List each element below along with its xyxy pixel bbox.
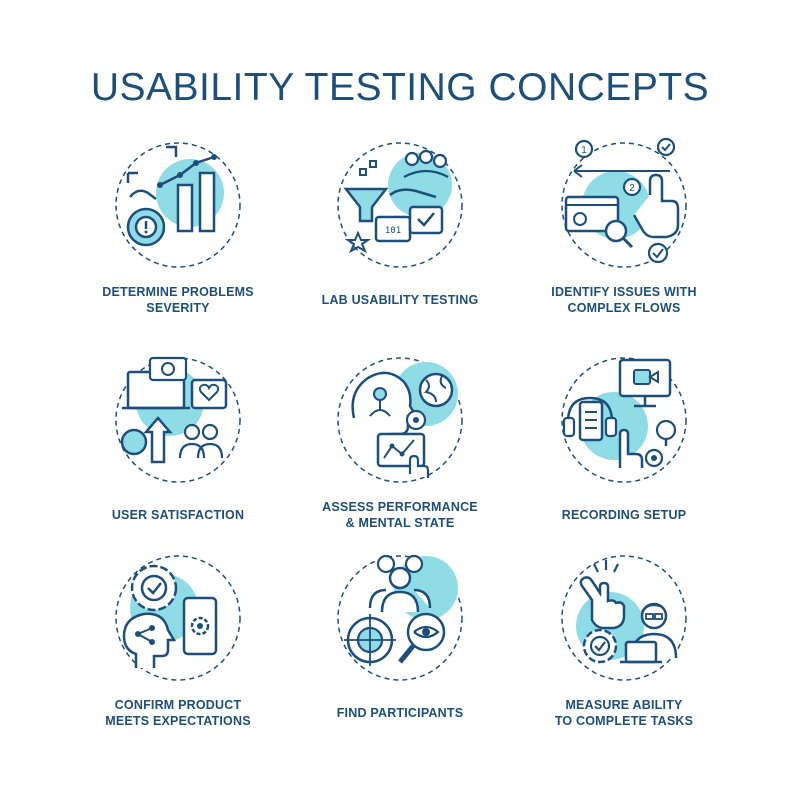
- concept-card: FIND PARTICIPANTS: [280, 548, 520, 738]
- concept-card: CONFIRM PRODUCT MEETS EXPECTATIONS: [58, 548, 298, 738]
- complex-flow-icon: 1 2: [554, 135, 694, 275]
- concept-caption: IDENTIFY ISSUES WITH COMPLEX FLOWS: [551, 285, 697, 315]
- concept-card: MEASURE ABILITY TO COMPLETE TASKS: [504, 548, 744, 738]
- concept-card: 1 2 IDENTIFY ISSUES WITH COMPLEX FLOWS: [504, 135, 744, 325]
- participants-icon: [330, 548, 470, 688]
- concept-caption: LAB USABILITY TESTING: [321, 293, 479, 307]
- measure-ability-icon: [554, 548, 694, 688]
- svg-text:101: 101: [385, 226, 401, 236]
- concept-caption: FIND PARTICIPANTS: [336, 706, 464, 720]
- concept-card: 101 LAB USABILITY TESTING: [280, 135, 520, 325]
- svg-text:1: 1: [581, 145, 587, 156]
- concept-caption: ASSESS PERFORMANCE & MENTAL STATE: [322, 500, 478, 530]
- confirm-product-icon: [108, 548, 248, 688]
- svg-text:2: 2: [629, 183, 635, 194]
- concept-card: ASSESS PERFORMANCE & MENTAL STATE: [280, 350, 520, 540]
- concept-card: DETERMINE PROBLEMS SEVERITY: [58, 135, 298, 325]
- recording-icon: [554, 350, 694, 490]
- mental-state-icon: [330, 350, 470, 490]
- concept-card: USER SATISFACTION: [58, 350, 298, 540]
- severity-chart-icon: [108, 135, 248, 275]
- concept-card: RECORDING SETUP: [504, 350, 744, 540]
- concept-caption: USER SATISFACTION: [111, 508, 245, 522]
- page-title: USABILITY TESTING CONCEPTS: [90, 66, 710, 109]
- concept-caption: MEASURE ABILITY TO COMPLETE TASKS: [554, 698, 694, 728]
- satisfaction-icon: [108, 350, 248, 490]
- lab-funnel-icon: 101: [330, 135, 470, 275]
- concept-caption: DETERMINE PROBLEMS SEVERITY: [102, 285, 254, 315]
- concept-caption: RECORDING SETUP: [561, 508, 687, 522]
- concept-caption: CONFIRM PRODUCT MEETS EXPECTATIONS: [105, 698, 251, 728]
